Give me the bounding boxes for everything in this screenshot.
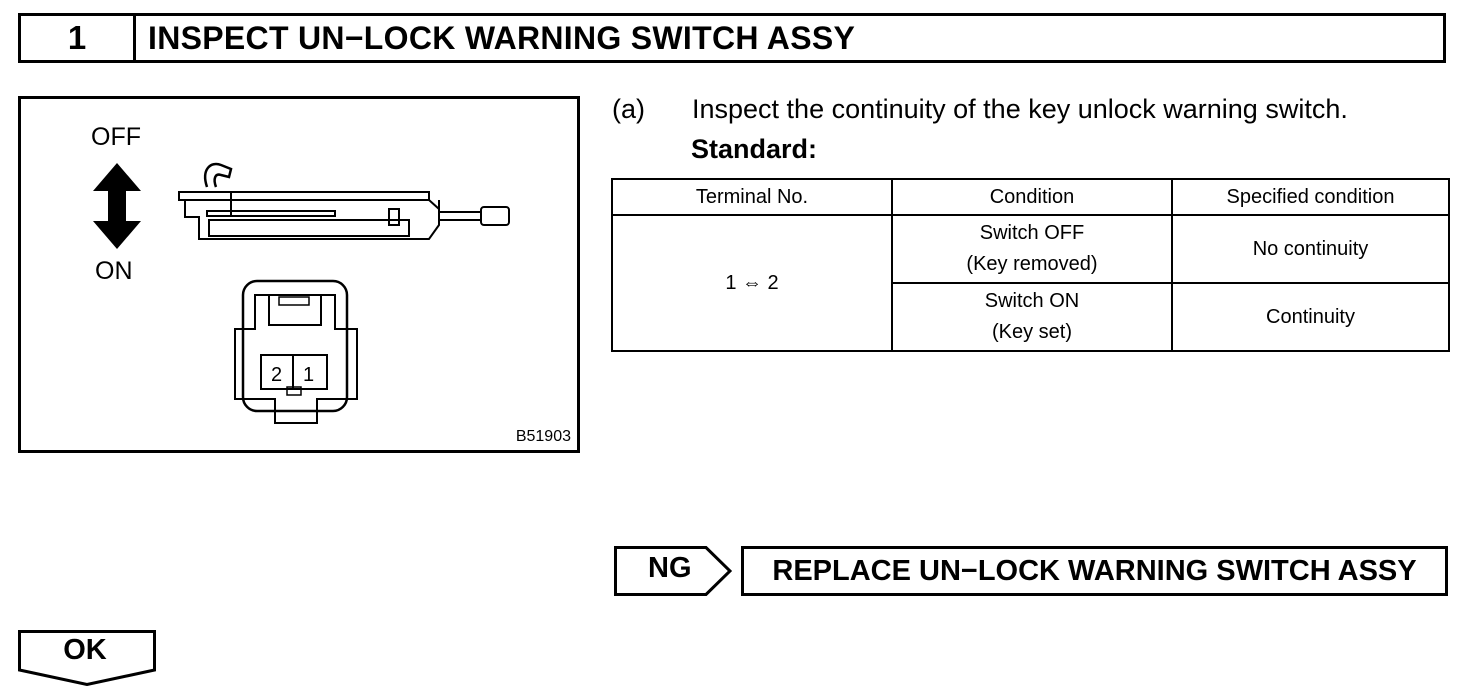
header-terminal: Terminal No. <box>611 178 893 216</box>
table-row: 1 ⇔ 2 Switch OFF (Key removed) No contin… <box>611 214 1450 352</box>
condition-cell: Switch OFF (Key removed) <box>891 214 1173 284</box>
table-header-row: Terminal No. Condition Specified conditi… <box>611 178 1450 216</box>
specified-cell: Continuity <box>1171 282 1450 352</box>
specified-cell: No continuity <box>1171 214 1450 284</box>
condition-line: (Key removed) <box>966 253 1098 275</box>
connector-face <box>234 279 358 424</box>
off-label: OFF <box>91 123 141 151</box>
table-row: Switch ON (Key set) Continuity <box>612 282 1450 352</box>
spec-table: Terminal No. Condition Specified conditi… <box>611 178 1450 352</box>
ng-label: NG <box>648 552 692 584</box>
terminal-cell: 1 ⇔ 2 <box>611 214 893 352</box>
header-specified: Specified condition <box>1171 178 1450 216</box>
switch-drawing: 2 1 <box>93 162 510 424</box>
standard-label: Standard: <box>691 134 818 164</box>
ng-action-box: REPLACE UN−LOCK WARNING SWITCH ASSY <box>741 546 1448 596</box>
switch-illustration: 2 1 OFF ON B51903 <box>18 96 580 453</box>
instruction-text: Inspect the continuity of the key unlock… <box>692 94 1348 124</box>
condition-line: (Key set) <box>991 321 1073 343</box>
condition-cell: Switch ON (Key set) <box>891 282 1173 352</box>
condition-line: Switch ON <box>984 290 1080 312</box>
step-number: 1 <box>21 16 136 60</box>
instruction-letter: (a) <box>612 94 645 124</box>
double-arrow-icon <box>93 163 141 249</box>
step-header: 1 INSPECT UN−LOCK WARNING SWITCH ASSY <box>18 13 1446 63</box>
header-condition: Condition <box>891 178 1173 216</box>
pin-2-label: 2 <box>271 364 282 386</box>
pin-1-label: 1 <box>303 364 314 386</box>
figure-code: B51903 <box>515 428 571 445</box>
ok-label: OK <box>63 634 107 666</box>
on-label: ON <box>95 257 133 285</box>
ng-arrow-box <box>614 546 732 596</box>
switch-body <box>178 162 510 240</box>
step-title: INSPECT UN−LOCK WARNING SWITCH ASSY <box>148 19 856 56</box>
ok-arrow-box <box>18 630 156 686</box>
condition-line: Switch OFF <box>979 222 1085 244</box>
